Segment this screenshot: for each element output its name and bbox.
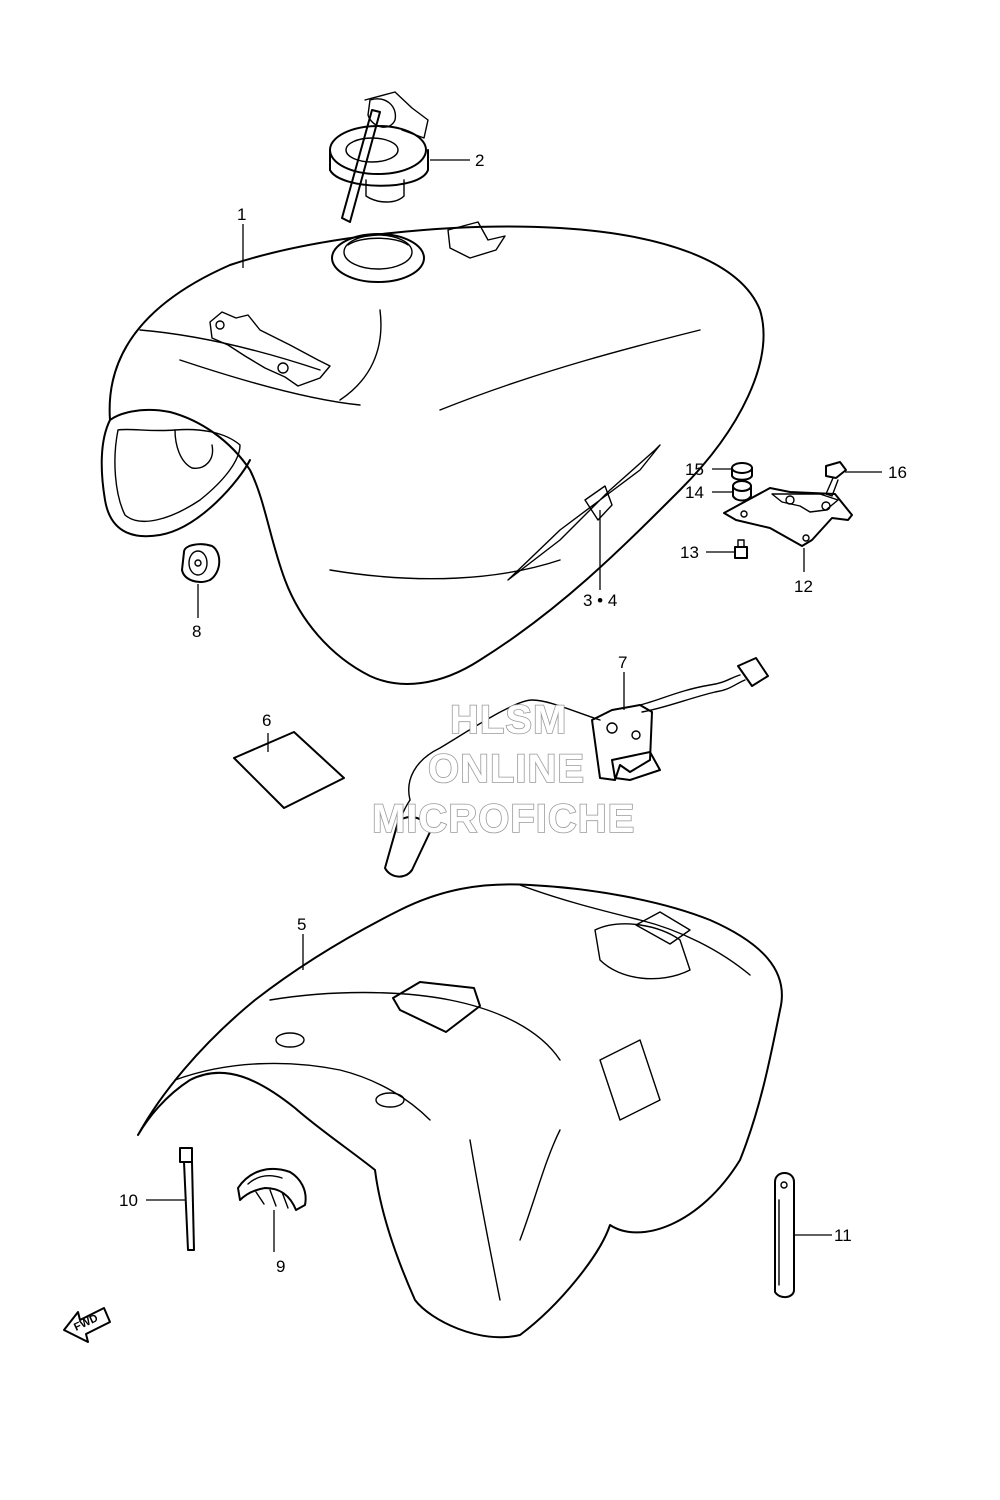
bolt-13[interactable] [734,539,748,559]
tank-cover[interactable] [137,883,783,1339]
callout-10: 10 [119,1191,138,1210]
callout-5: 5 [297,915,306,934]
strap[interactable] [774,1172,795,1298]
callout-13: 13 [680,543,699,562]
callout-6: 6 [262,711,271,730]
callout-16: 16 [888,463,907,482]
callout-1: 1 [237,205,246,224]
callout-3-4: 3 • 4 [583,591,617,610]
emblem-bracket[interactable] [723,487,853,547]
watermark-line-3: MICROFICHE [372,797,635,841]
hose-clamp[interactable] [237,1168,307,1211]
grommet-15[interactable] [731,462,753,481]
watermark-line-2: ONLINE [428,747,585,791]
callout-15: 15 [685,460,704,479]
callout-14: 14 [685,483,704,502]
leader-lines [146,159,882,1252]
watermark-line-1: HLSM [450,698,567,742]
label-sheet[interactable] [233,731,345,809]
callout-9: 9 [276,1257,285,1276]
fuel-tank[interactable] [100,221,765,685]
callout-11: 11 [834,1226,852,1245]
tank-cushion[interactable] [181,543,221,583]
cable-tie[interactable] [179,1147,195,1251]
callout-labels: 1 2 3 • 4 5 6 7 8 9 10 11 12 13 14 15 16 [119,151,907,1276]
fuel-cap[interactable] [329,91,429,223]
callout-7: 7 [618,653,627,672]
fwd-arrow-icon: FWD [63,1307,111,1343]
fuel-level-gauge[interactable] [384,657,769,878]
callout-12: 12 [794,577,813,596]
callout-8: 8 [192,622,201,641]
collar-14[interactable] [732,480,752,502]
bolt-16[interactable] [825,461,847,497]
callout-2: 2 [475,151,484,170]
watermark: HLSM ONLINE MICROFICHE [371,697,635,842]
